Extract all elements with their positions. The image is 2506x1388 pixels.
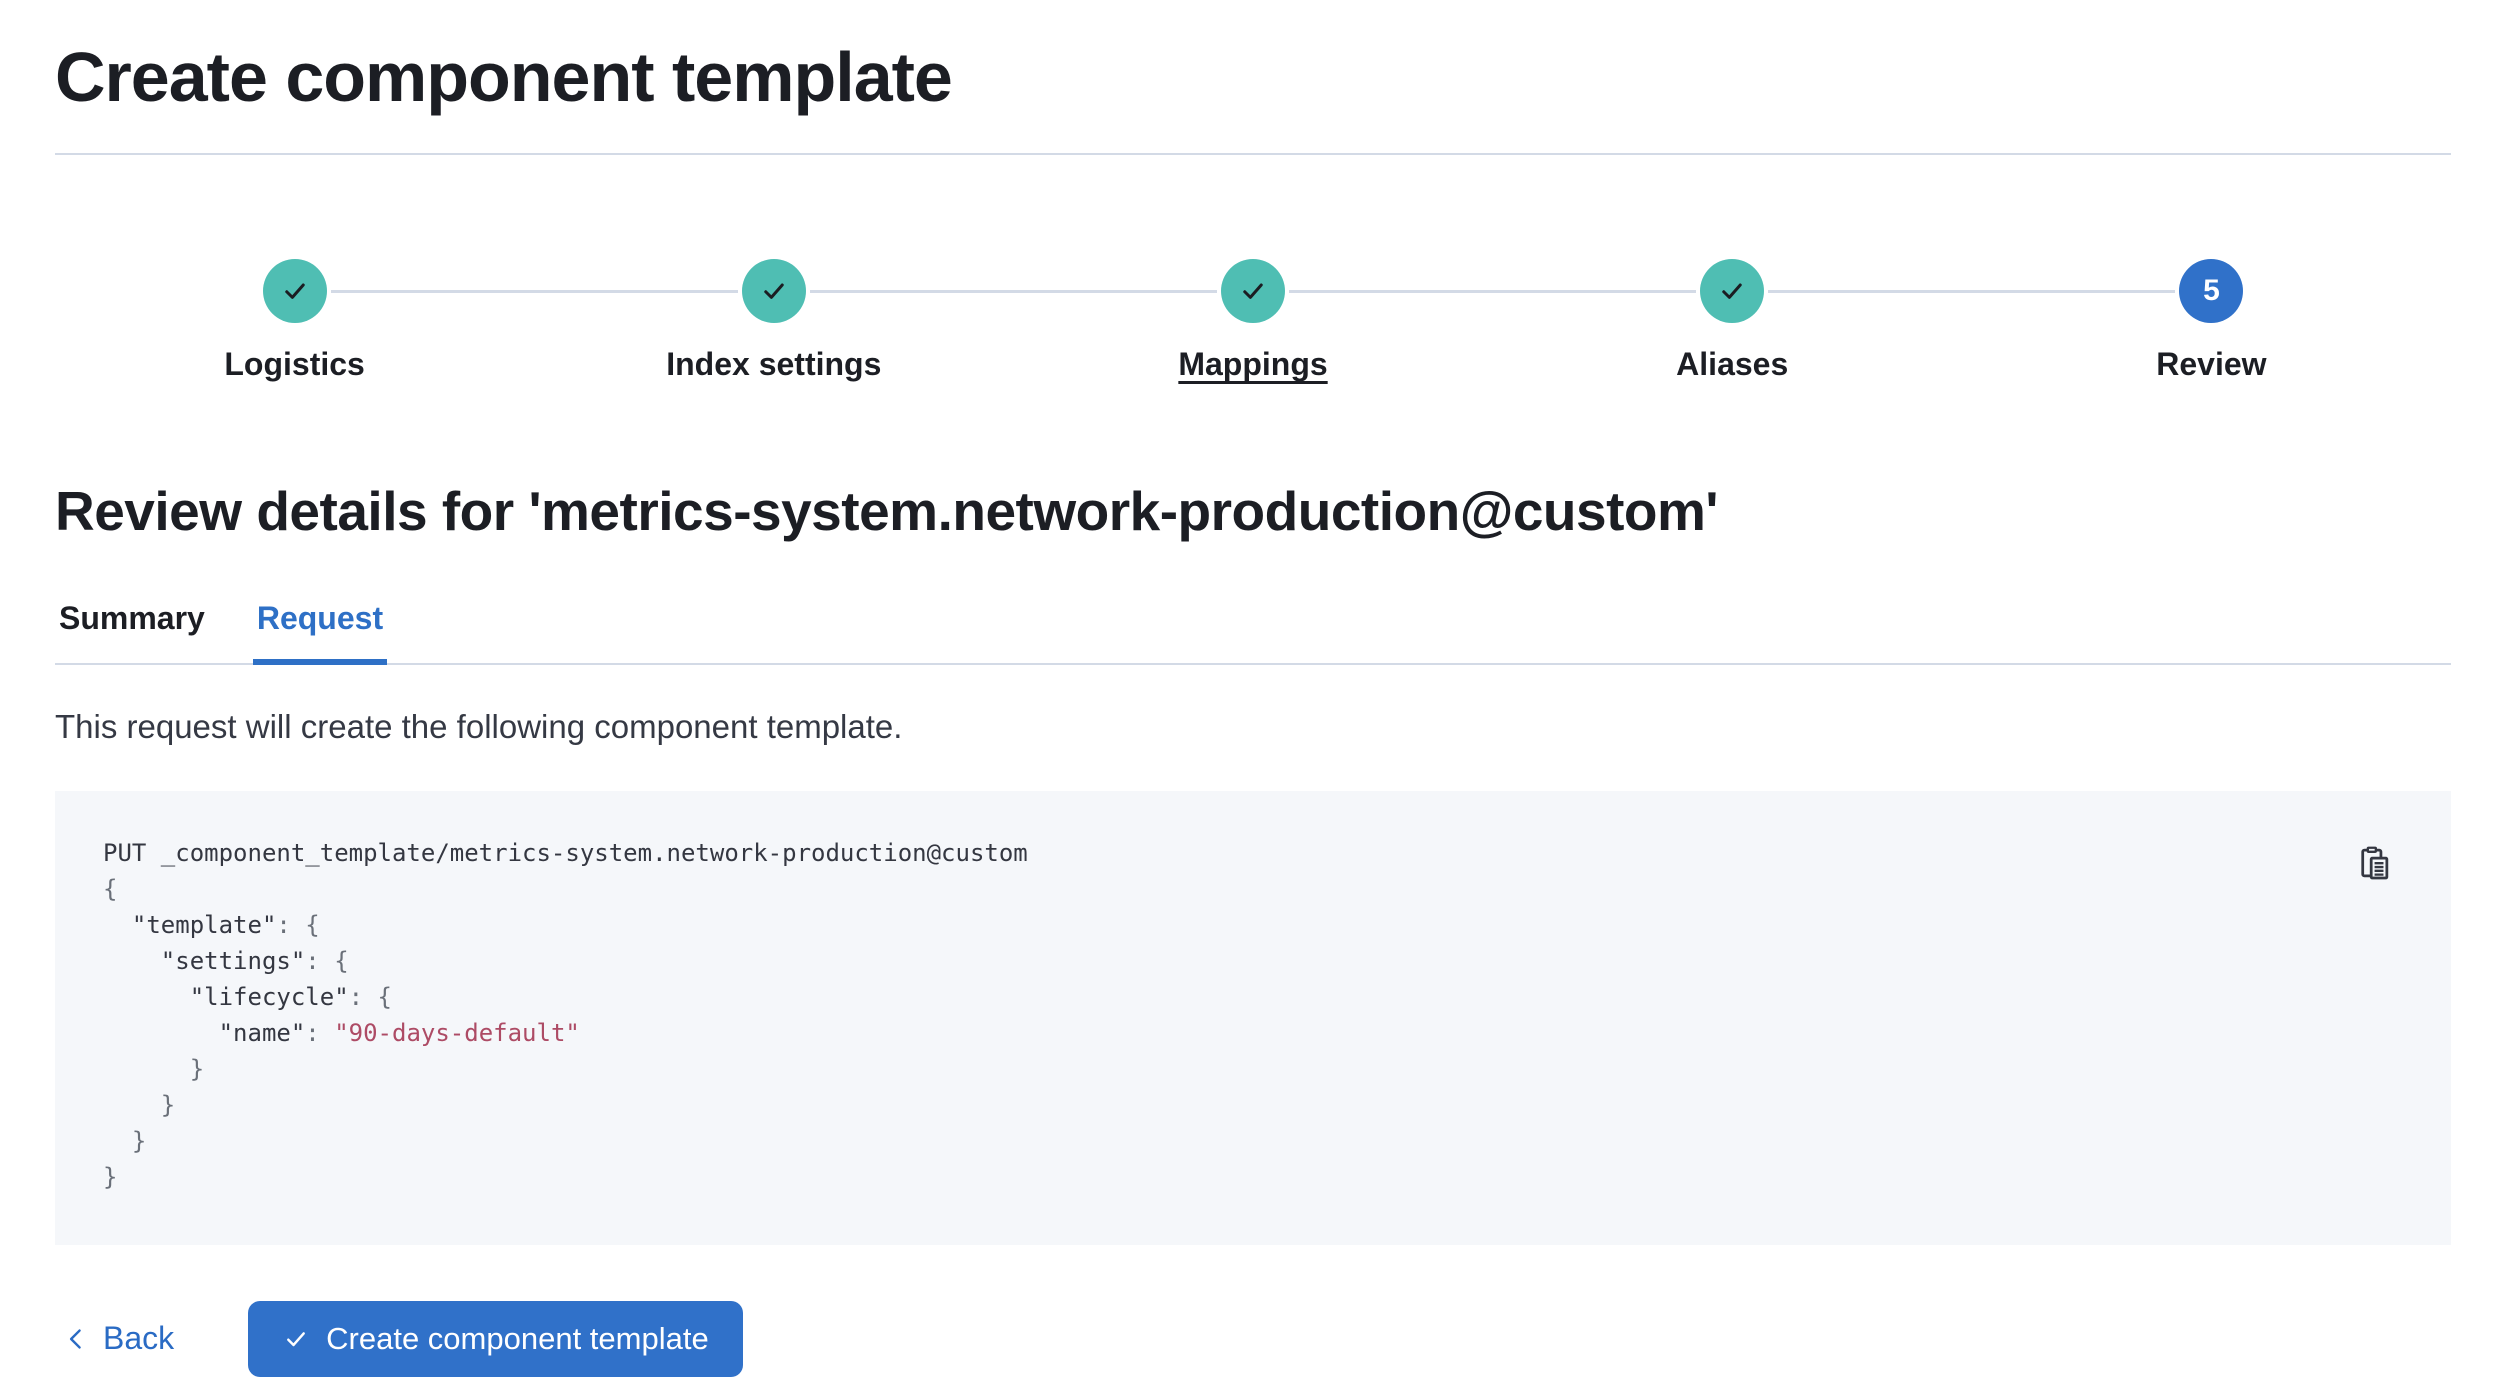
- step-label: Review: [2156, 346, 2267, 383]
- back-label: Back: [103, 1320, 175, 1357]
- page-title: Create component template: [55, 38, 953, 116]
- step-label: Mappings: [1178, 346, 1328, 383]
- request-description: This request will create the following c…: [55, 707, 903, 745]
- step-status-circle: [1700, 259, 1765, 324]
- review-heading: Review details for 'metrics-system.netwo…: [55, 479, 1719, 542]
- check-icon: [280, 276, 310, 306]
- tab-summary[interactable]: Summary: [55, 592, 209, 663]
- step-logistics[interactable]: Logistics: [55, 259, 534, 383]
- submit-label: Create component template: [326, 1320, 709, 1356]
- check-icon: [759, 276, 789, 306]
- step-mappings[interactable]: Mappings: [809, 259, 1492, 383]
- step-number: 5: [2203, 274, 2220, 308]
- step-label: Aliases: [1676, 346, 1789, 383]
- check-icon: [1238, 276, 1268, 306]
- tabs: Summary Request: [55, 592, 2451, 665]
- request-code-panel: PUT _component_template/metrics-system.n…: [55, 790, 2451, 1245]
- step-review-current[interactable]: 5 Review: [1768, 259, 2451, 383]
- tab-request[interactable]: Request: [252, 592, 388, 665]
- step-label: Index settings: [666, 346, 882, 383]
- check-icon: [1717, 276, 1747, 306]
- step-label: Logistics: [224, 346, 365, 383]
- wizard-footer: Back Create component template: [55, 1300, 2451, 1377]
- create-component-template-button[interactable]: Create component template: [248, 1300, 743, 1377]
- back-button[interactable]: Back: [55, 1320, 182, 1357]
- stepper: Logistics Index settings Mappings: [55, 259, 2451, 383]
- step-status-circle: [1221, 259, 1285, 324]
- step-index-settings[interactable]: Index settings: [330, 259, 1013, 383]
- chevron-left-icon: [63, 1326, 89, 1352]
- step-status-circle: [262, 259, 327, 324]
- step-status-circle: [741, 259, 806, 324]
- title-divider: [55, 153, 2451, 156]
- copy-button[interactable]: [2351, 839, 2399, 887]
- step-status-circle: 5: [2179, 259, 2244, 324]
- check-icon: [282, 1325, 310, 1353]
- request-code: PUT _component_template/metrics-system.n…: [103, 838, 1028, 1191]
- copy-clipboard-icon: [2358, 845, 2392, 881]
- step-aliases[interactable]: Aliases: [1288, 259, 1972, 383]
